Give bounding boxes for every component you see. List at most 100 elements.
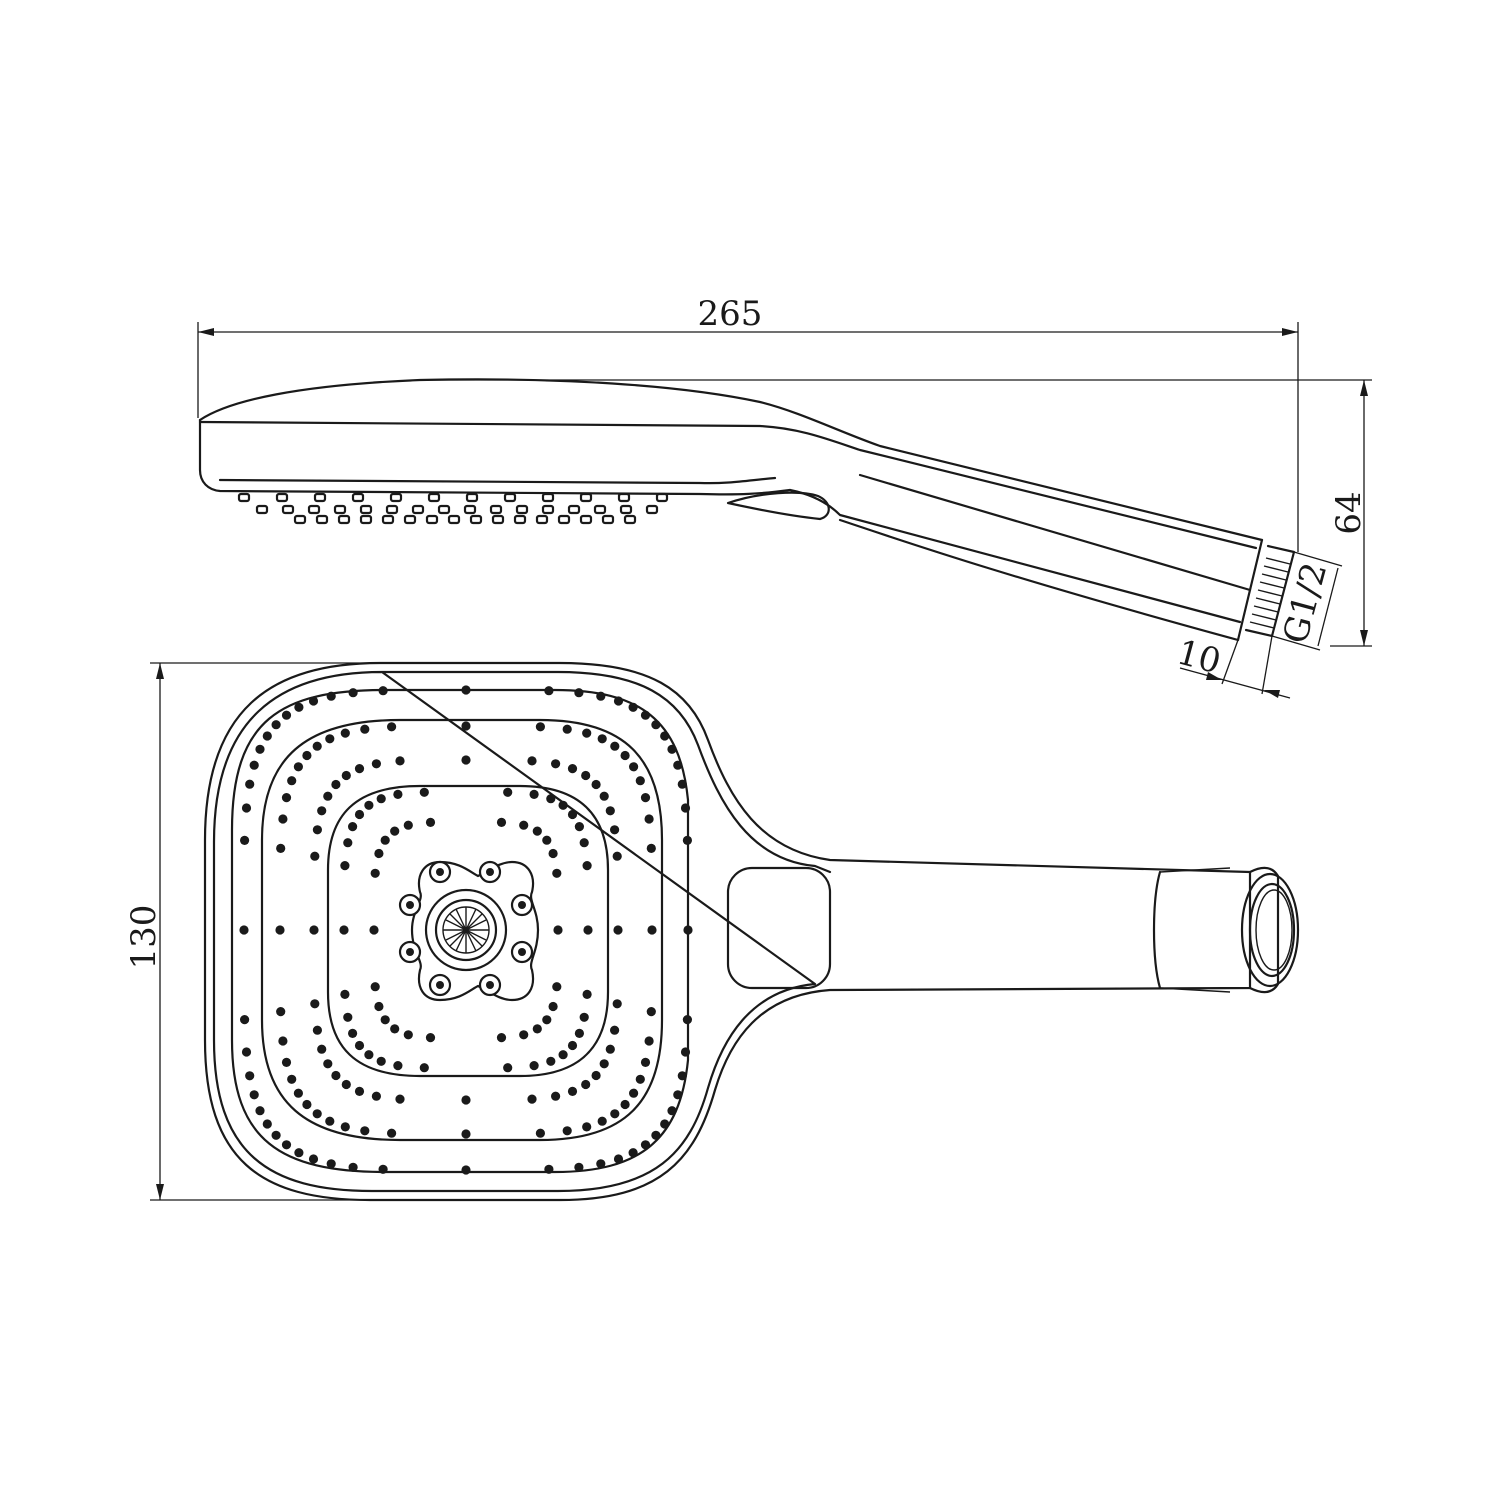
side-nozzle <box>315 514 329 525</box>
nozzle-dot <box>364 800 374 810</box>
side-nozzle <box>403 514 417 525</box>
nozzle-dot <box>240 1015 250 1025</box>
front-ring-inner <box>410 860 540 1002</box>
nozzle-dot <box>348 822 358 832</box>
side-nozzle <box>617 492 631 503</box>
side-nozzles <box>237 492 669 525</box>
nozzle-dot <box>281 710 292 720</box>
nozzle-dot <box>644 1036 654 1046</box>
side-nozzle <box>465 492 479 503</box>
big-nozzle-core <box>518 901 526 909</box>
side-nozzle <box>425 514 439 525</box>
nozzle-dot <box>309 925 319 935</box>
nozzle-dot <box>255 744 265 754</box>
nozzle-dot <box>371 1091 381 1101</box>
nozzle-dot <box>281 1057 292 1067</box>
nozzle-dot <box>551 1091 561 1101</box>
nozzle-dot <box>683 925 693 935</box>
nozzle-dot <box>542 835 552 845</box>
nozzle-dot <box>660 731 670 741</box>
nozzle-dot <box>425 1033 436 1043</box>
nozzle-dot <box>370 982 380 992</box>
nozzle-dot <box>249 760 259 770</box>
nozzle-dot <box>461 755 471 765</box>
side-nozzle <box>351 492 365 503</box>
thread-length-dimension-label: 10 <box>1173 632 1225 682</box>
side-nozzle <box>381 514 395 525</box>
nozzle-dot <box>240 835 250 846</box>
nozzle-dot <box>597 734 607 744</box>
nozzle-dot <box>354 764 365 774</box>
side-nozzle <box>359 514 373 525</box>
nozzle-dot <box>677 779 687 789</box>
nozzle-dot <box>574 822 585 832</box>
dim-height: 64 <box>420 379 1372 647</box>
nozzle-dot <box>660 1119 670 1129</box>
side-nozzle <box>593 504 607 515</box>
nozzle-dot <box>682 835 693 846</box>
nozzle-dot <box>395 756 405 766</box>
side-nozzle <box>579 492 593 503</box>
front-ring-middle <box>326 784 610 1078</box>
nozzle-dot <box>249 1090 259 1100</box>
nozzle-dot <box>378 1164 388 1174</box>
front-handle-ring <box>1152 870 1162 990</box>
nozzle-dot <box>340 989 350 1000</box>
nozzle-dot <box>354 1086 365 1096</box>
nozzle-dot <box>323 791 333 801</box>
nozzle-dot <box>317 806 327 816</box>
front-handle-ring-2 <box>1159 867 1231 993</box>
nozzle-dot <box>308 696 319 706</box>
width-dimension-label: 130 <box>124 905 164 970</box>
nozzle-dot <box>629 1088 639 1098</box>
front-outer-outline <box>203 661 1252 1202</box>
nozzle-dot <box>646 1007 656 1017</box>
nozzle-dot <box>393 789 403 800</box>
nozzle-dot <box>370 868 380 878</box>
nozzle-dot <box>583 925 593 935</box>
nozzle-dot <box>312 741 322 751</box>
nozzle-dot <box>371 759 381 769</box>
nozzle-dot <box>376 1056 386 1066</box>
side-button-pocket <box>726 491 830 521</box>
nozzle-dot <box>496 817 507 828</box>
nozzle-dot <box>374 1001 384 1012</box>
nozzle-dot <box>239 925 249 935</box>
nozzle-dot <box>340 861 350 871</box>
nozzle-dot <box>403 820 413 830</box>
nozzle-dot <box>293 1088 303 1098</box>
nozzle-dot <box>667 744 677 754</box>
nozzle-dot <box>613 696 624 706</box>
nozzle-dot <box>535 722 546 732</box>
nozzle-dot <box>640 710 651 720</box>
nozzle-dot <box>682 1015 693 1025</box>
nozzle-dot <box>579 838 589 848</box>
side-nozzle <box>541 504 555 515</box>
nozzle-dot <box>535 1128 546 1138</box>
nozzle-dot <box>376 794 386 804</box>
nozzle-dot <box>582 989 592 1000</box>
nozzle-dot <box>317 1044 327 1054</box>
nozzle-dot <box>275 925 285 935</box>
side-nozzle <box>579 514 593 525</box>
nozzle-dot <box>644 814 654 824</box>
height-dimension-label: 64 <box>1329 491 1369 534</box>
nozzle-dot <box>613 1154 624 1164</box>
nozzle-dot <box>340 728 350 738</box>
nozzle-dot <box>546 1056 556 1066</box>
nozzle-dot <box>425 817 436 828</box>
side-nozzle <box>623 514 637 525</box>
nozzle-dot <box>380 835 390 845</box>
nozzle-dot <box>419 787 429 797</box>
nozzle-dot <box>673 1090 683 1100</box>
nozzle-dot <box>610 741 620 751</box>
nozzle-dot <box>354 1040 365 1051</box>
nozzle-dot <box>325 1116 335 1126</box>
nozzle-dot <box>579 1012 589 1022</box>
nozzle-dot <box>302 1099 312 1110</box>
side-nozzle <box>237 492 251 503</box>
nozzle-dot <box>635 1074 645 1084</box>
nozzle-dot <box>378 686 388 696</box>
dim-width: 130 <box>124 662 380 1201</box>
nozzle-dot <box>567 809 578 820</box>
